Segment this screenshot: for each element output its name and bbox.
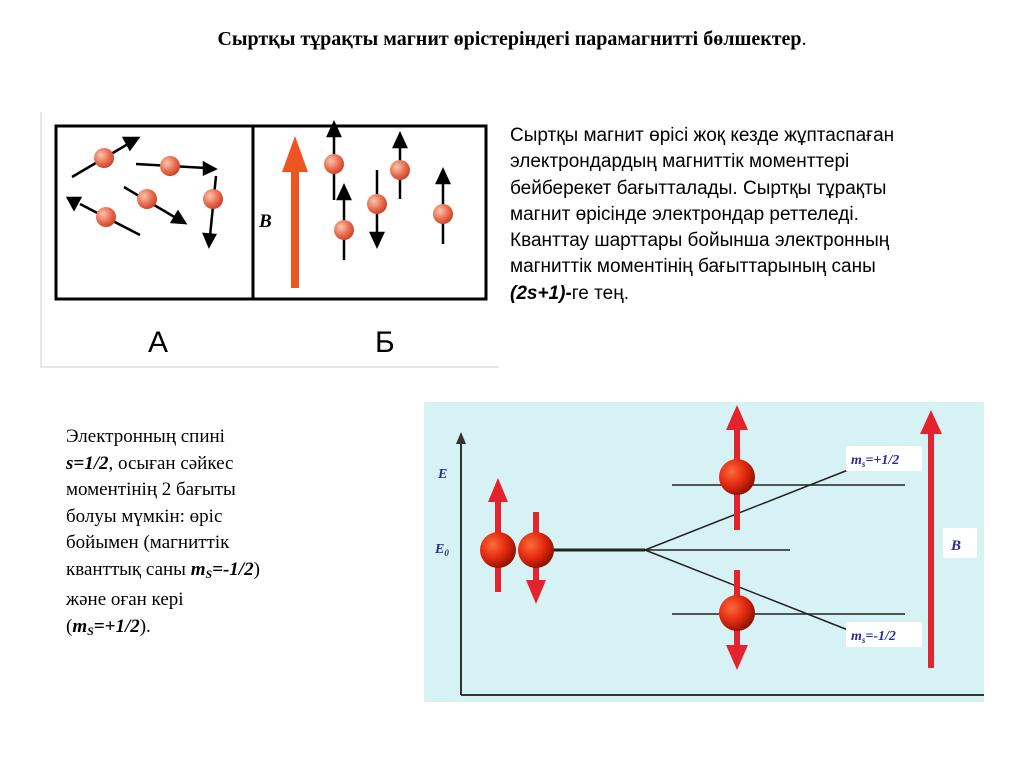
field-arrow-top xyxy=(282,136,308,288)
magnetization-figure: B А Б xyxy=(40,112,499,368)
arrow-head xyxy=(369,231,385,249)
text-line: моментінің 2 бағыты xyxy=(66,479,236,500)
lower-level-label: ms=-1/2 xyxy=(851,629,896,645)
electron-particle xyxy=(367,194,387,214)
page-title: Сыртқы тұрақты магнит өрістеріндегі пара… xyxy=(217,28,807,50)
text-line: электрондардың магниттік моменттері xyxy=(510,151,850,173)
electron-particle xyxy=(96,207,116,227)
text-line: кванттық саны mS=-1/2) xyxy=(66,558,260,581)
field-label-energy: B xyxy=(950,538,961,554)
split-line-upper xyxy=(644,469,849,551)
energy-axis-head xyxy=(456,432,466,444)
field-arrow-energy xyxy=(920,410,942,668)
arrow-head xyxy=(392,131,408,149)
lower-arrow-head xyxy=(726,645,748,670)
arrow-head xyxy=(202,232,218,249)
energy-level-diagram: E E0 ms=+1/2 ms=-1/2 B xyxy=(424,402,984,702)
electron-particle xyxy=(94,148,114,168)
field-shaft xyxy=(928,430,934,668)
spin-value: s=1/2 xyxy=(66,452,109,474)
spin-down-head xyxy=(526,580,546,604)
label-a: А xyxy=(148,326,168,359)
electron-particle xyxy=(433,204,453,224)
upper-level-label: ms=+1/2 xyxy=(851,453,899,469)
arrow-head xyxy=(326,120,342,138)
upper-level-electron xyxy=(719,405,755,530)
electron-particle xyxy=(160,156,180,176)
label-b: Б xyxy=(375,326,395,359)
field-label-top: B xyxy=(258,211,272,232)
arrow-head xyxy=(435,167,451,185)
electron-spin-up xyxy=(480,532,516,568)
text-line: Кванттау шарттары бойынша электронның xyxy=(510,230,890,252)
electron-particle xyxy=(324,154,344,174)
quantum-number-minus: mS=-1/2 xyxy=(190,558,254,581)
formula-2s-plus-1: (2s+1)- xyxy=(510,282,572,304)
field-head xyxy=(920,410,942,434)
field-arrow-head xyxy=(282,136,308,172)
label-box-lower xyxy=(846,622,922,647)
e0-electron-pair xyxy=(480,478,554,604)
text-line: бойымен (магниттік xyxy=(66,532,230,553)
arrow-head xyxy=(336,183,352,201)
panel-b-particles xyxy=(324,154,453,240)
text-line: магниттік моментінің бағыттарының саны xyxy=(510,256,876,278)
electron-particle xyxy=(137,189,157,209)
upper-arrow-head xyxy=(726,405,748,430)
label-box-upper xyxy=(846,446,922,471)
text-line: магнит өрісінде электрондар реттеледі. xyxy=(510,203,859,225)
field-arrow-shaft xyxy=(291,168,299,288)
arrow-head xyxy=(121,136,141,152)
electron-particle xyxy=(203,189,223,209)
lower-level-electron xyxy=(719,570,755,670)
label-box-field xyxy=(943,528,977,558)
description-left: Электронның спині s=1/2, осыған сәйкес м… xyxy=(66,424,366,644)
text-line: Сыртқы магнит өрісі жоқ кезде жұптаспаға… xyxy=(510,125,895,146)
description-right: Сыртқы магнит өрісі жоқ кезде жұптаспаға… xyxy=(510,123,1010,307)
text-line: Электронның спині xyxy=(66,426,225,447)
text-line: және оған кері xyxy=(66,589,184,610)
e0-label: E0 xyxy=(434,542,449,558)
split-line-lower xyxy=(644,549,849,631)
electron-particle xyxy=(390,160,410,180)
arrow-head xyxy=(65,196,83,212)
text-line: (mS=+1/2). xyxy=(66,615,151,638)
text-line: s=1/2, осыған сәйкес xyxy=(66,452,234,474)
panel-frame xyxy=(54,124,488,301)
text-line: болуы мүмкін: өріс xyxy=(66,505,223,527)
spin-up-head xyxy=(488,478,508,502)
arrow-head xyxy=(202,160,218,176)
arrow-head xyxy=(169,209,188,225)
figure-background xyxy=(41,112,499,368)
electron-lower xyxy=(719,595,755,631)
text-line: (2s+1)-ге тең. xyxy=(510,282,629,304)
text-line: бейберекет бағытталады. Сыртқы тұрақты xyxy=(510,177,887,199)
energy-axis-label: E xyxy=(437,467,447,482)
panel-a-particles xyxy=(94,148,223,227)
quantum-number-plus: mS=+1/2 xyxy=(72,615,140,638)
electron-upper xyxy=(719,459,755,495)
electron-particle xyxy=(334,220,354,240)
electron-spin-down xyxy=(518,532,554,568)
